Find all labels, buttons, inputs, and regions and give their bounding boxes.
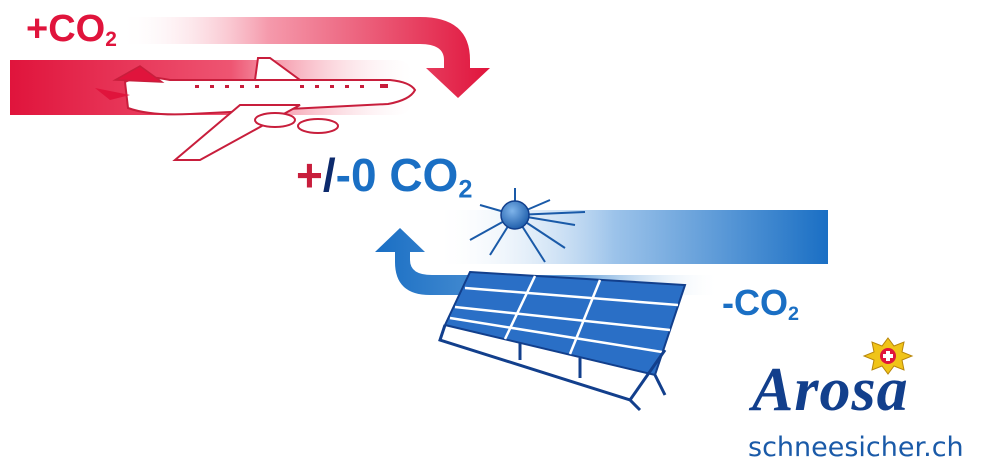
neutral-co2-label: +/-0 CO2	[296, 149, 473, 204]
arosa-wordmark: Arosa	[752, 356, 909, 424]
plus-co2-label: +CO2	[26, 8, 117, 52]
emission-arrow	[120, 17, 490, 98]
airplane-icon	[95, 57, 417, 161]
minus-co2-label: -CO2	[722, 282, 800, 325]
swiss-badge-icon	[862, 337, 914, 375]
sun-icon	[469, 188, 586, 263]
solar-panel-icon	[438, 270, 687, 412]
website-url: schneesicher.ch	[748, 432, 964, 463]
absorption-arrow	[375, 228, 720, 295]
sunlight-band	[440, 210, 828, 264]
